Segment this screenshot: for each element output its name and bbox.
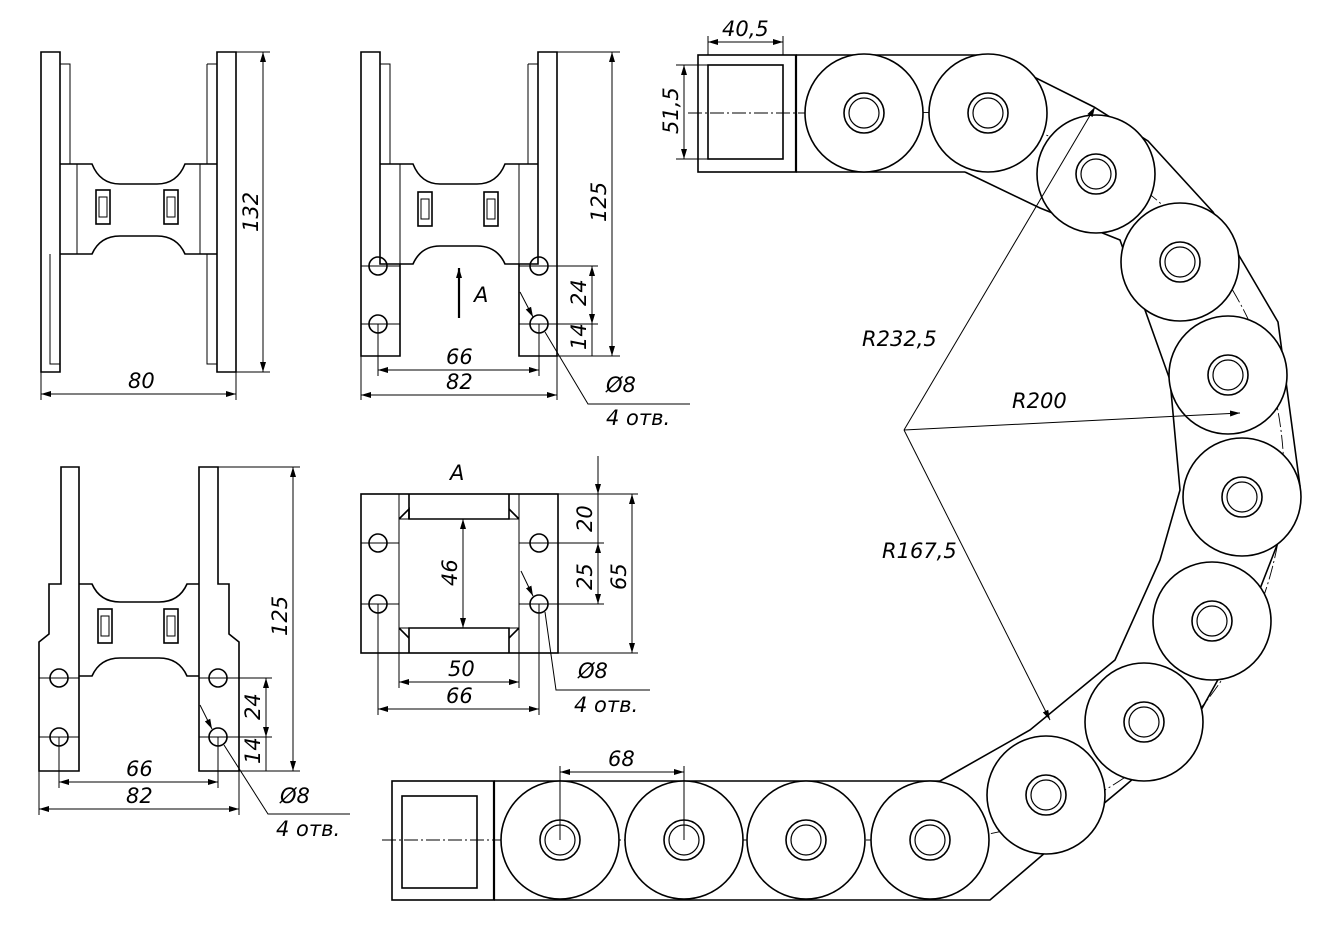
view-a-outline xyxy=(360,493,559,654)
dim-25: 25 xyxy=(573,563,597,590)
radius-200: R200 xyxy=(1012,389,1067,413)
chain-roller xyxy=(1168,315,1288,435)
dim-14: 14 xyxy=(567,323,591,350)
chain-roller xyxy=(870,780,990,900)
hole-count: 4 отв. xyxy=(276,817,340,841)
chain-roller xyxy=(1152,561,1272,681)
dim-125: 125 xyxy=(587,182,611,222)
chain-roller xyxy=(804,53,924,173)
dim-40-5: 40,5 xyxy=(722,17,769,41)
hole-count: 4 отв. xyxy=(606,406,670,430)
chain-roller xyxy=(1036,114,1156,234)
height-dimensions: 125 24 14 xyxy=(548,51,620,357)
hole-callout: Ø8 4 отв. xyxy=(199,704,350,841)
link-outline xyxy=(38,466,240,772)
height-dimension: 132 xyxy=(236,51,270,373)
dim-65: 65 xyxy=(607,563,631,590)
dim-132: 132 xyxy=(239,192,263,232)
dim-46: 46 xyxy=(438,559,462,586)
link-outline xyxy=(40,51,237,373)
chain-dimensions: 40,5 51,5 68 R232,5 R200 R167,5 xyxy=(559,17,1241,840)
dim-20: 20 xyxy=(573,505,597,532)
radius-167-5: R167,5 xyxy=(882,539,957,563)
dim-24: 24 xyxy=(567,279,591,306)
radius-232-5: R232,5 xyxy=(862,327,937,351)
hole-callout: Ø8 4 отв. xyxy=(519,291,690,430)
height-dimensions: 125 24 14 xyxy=(218,466,300,772)
chain-roller xyxy=(986,735,1106,855)
chain-top-run xyxy=(688,54,990,173)
width-dimensions: 66 82 xyxy=(38,737,240,815)
dim-66: 66 xyxy=(126,757,153,781)
dim-125: 125 xyxy=(268,596,292,636)
hole-diameter: Ø8 xyxy=(605,373,636,397)
dim-68: 68 xyxy=(608,747,635,771)
chain-roller xyxy=(1084,662,1204,782)
dim-50: 50 xyxy=(448,657,475,681)
chain-roller xyxy=(1182,437,1302,557)
side-view-2: A 66 82 125 24 14 Ø8 4 xyxy=(360,51,690,430)
view-a: A 46 65 xyxy=(360,456,650,717)
hole-diameter: Ø8 xyxy=(577,659,608,683)
arrow-label-a: A xyxy=(472,283,488,307)
hole-diameter: Ø8 xyxy=(279,784,310,808)
chain-roller xyxy=(746,780,866,900)
dim-82: 82 xyxy=(126,784,153,808)
view-a-title: A xyxy=(448,461,464,485)
chain-roller xyxy=(928,53,1048,173)
dim-14: 14 xyxy=(241,737,265,764)
hole-callout: Ø8 4 отв. xyxy=(520,570,650,717)
width-dimension: 80 xyxy=(40,369,237,400)
side-view-1: 80 132 xyxy=(40,51,270,400)
hole-count: 4 отв. xyxy=(574,693,638,717)
dim-82: 82 xyxy=(446,370,473,394)
dim-51-5: 51,5 xyxy=(659,87,683,134)
dim-66: 66 xyxy=(446,345,473,369)
chain-rollers xyxy=(500,53,1302,900)
dim-24: 24 xyxy=(241,693,265,720)
width-dimensions: 66 82 xyxy=(360,324,558,400)
chain-roller xyxy=(1120,202,1240,322)
cable-chain-assembly: 40,5 51,5 68 R232,5 R200 R167,5 xyxy=(382,17,1302,901)
dim-80: 80 xyxy=(128,369,155,393)
view-direction-arrow: A xyxy=(456,268,488,318)
dim-66: 66 xyxy=(446,684,473,708)
view-a-dimensions: 46 65 20 25 50 66 xyxy=(377,456,638,715)
side-view-3: 66 82 125 24 14 Ø8 4 отв. xyxy=(38,466,350,841)
